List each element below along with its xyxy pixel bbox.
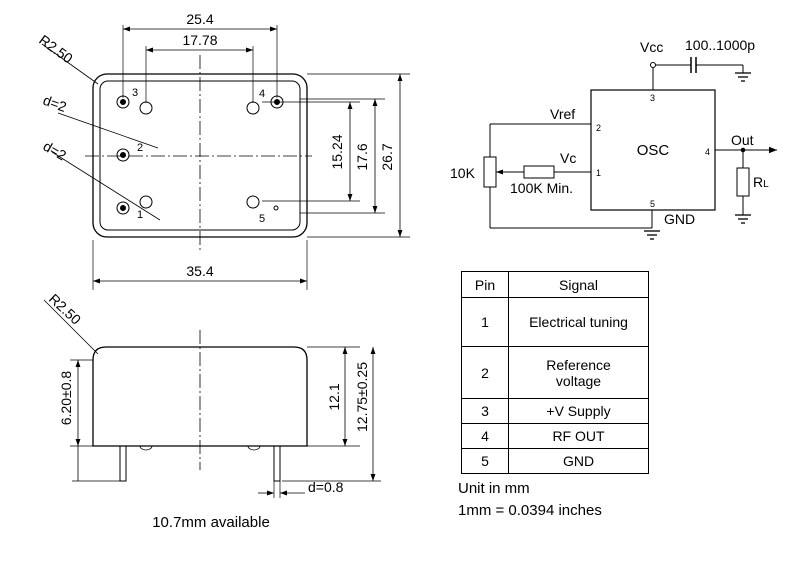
load-label: RL: [753, 174, 769, 190]
table-row: 1 Electrical tuning: [461, 297, 649, 347]
signal-cell: Reference voltage: [508, 346, 649, 399]
pin-column-header: Pin: [461, 271, 509, 298]
capacitor-label: 100..1000p: [685, 37, 755, 53]
pin-diameter-label: d=0.8: [308, 479, 344, 495]
resistor-label: 100K Min.: [510, 180, 573, 196]
vc-label: Vc: [560, 150, 576, 166]
pin-cell: 5: [461, 448, 509, 474]
schematic-labels: Vcc 100..1000p Vref Vc 10K 100K Min. OSC…: [450, 37, 769, 227]
available-caption: 10.7mm available: [152, 514, 270, 531]
osc-pin-number: 5: [650, 199, 655, 209]
table-row: 3 +V Supply: [461, 398, 649, 424]
table-row: 4 RF OUT: [461, 423, 649, 449]
dim-26-7: 26.7: [379, 143, 395, 170]
pin5-marker: [273, 205, 279, 211]
side-view-body: [92, 346, 308, 447]
dim-6-20: 6.20±0.8: [58, 371, 74, 426]
pin-hole-4: [270, 95, 284, 109]
signal-cell: RF OUT: [508, 423, 649, 449]
pin-cell: 3: [461, 398, 509, 424]
pin-number: 2: [137, 142, 143, 154]
osc-pin-number: 1: [596, 168, 601, 178]
pin-hole-3: [116, 95, 130, 109]
dim-25-4: 25.4: [186, 11, 213, 27]
pin-number: 3: [132, 87, 138, 99]
hole-diameter-label: d=2: [41, 92, 69, 115]
tuning-resistor: [523, 165, 555, 179]
signal-cell: +V Supply: [508, 398, 649, 424]
dim-17-78: 17.78: [182, 32, 217, 48]
pot-label: 10K: [450, 165, 476, 181]
pin-number: 5: [259, 213, 265, 225]
schematic: [483, 57, 777, 240]
pin-number: 4: [259, 88, 265, 100]
dim-15-24: 15.24: [329, 134, 345, 169]
dim-35-4: 35.4: [186, 263, 213, 279]
corner-radius-label: R2.50: [46, 290, 84, 327]
conversion-note: 1mm = 0.0394 inches: [458, 502, 602, 519]
dim-17-6: 17.6: [354, 143, 370, 170]
top-view-labels: 25.4 17.78 35.4 15.24 17.6 26.7 R2.50 d=…: [36, 11, 395, 279]
side-view-labels: R2.50 6.20±0.8 12.1 12.75±0.25 d=0.8 10.…: [46, 290, 370, 531]
mount-hole: [139, 101, 153, 115]
mount-hole: [246, 101, 260, 115]
signal-column-header: Signal: [508, 271, 649, 298]
unit-note: Unit in mm: [458, 480, 530, 497]
mount-hole: [139, 195, 153, 209]
table-row: 2 Reference voltage: [461, 346, 649, 399]
out-label: Out: [731, 132, 754, 148]
pin-cell: 4: [461, 423, 509, 449]
osc-pin-number: 4: [705, 147, 710, 157]
lead-pin: [119, 445, 127, 482]
osc-pin-number: 3: [650, 93, 655, 103]
load-resistor: [736, 167, 750, 197]
vref-label: Vref: [550, 106, 575, 122]
lead-pin: [273, 445, 281, 482]
pin-table-header: Pin Signal: [461, 271, 649, 298]
top-view-holes: [116, 95, 284, 215]
corner-radius-label: R2.50: [36, 31, 76, 66]
potentiometer: [483, 156, 497, 188]
table-row: 5 GND: [461, 448, 649, 474]
dim-12-75: 12.75±0.25: [354, 362, 370, 432]
pin-cell: 1: [461, 297, 509, 347]
gnd-label: GND: [664, 211, 695, 227]
pin-hole-2: [116, 148, 130, 162]
signal-cell: Electrical tuning: [508, 297, 649, 347]
signal-cell: GND: [508, 448, 649, 474]
vcc-label: Vcc: [640, 39, 663, 55]
pin-number: 1: [137, 209, 143, 221]
mount-hole: [246, 195, 260, 209]
dim-12-1: 12.1: [326, 383, 342, 410]
pin-hole-1: [116, 201, 130, 215]
pin-cell: 2: [461, 346, 509, 399]
osc-label: OSC: [637, 142, 670, 159]
osc-pin-number: 2: [596, 123, 601, 133]
side-view: [43, 299, 381, 498]
pin-table: Pin Signal 1 Electrical tuning 2 Referen…: [461, 271, 649, 474]
